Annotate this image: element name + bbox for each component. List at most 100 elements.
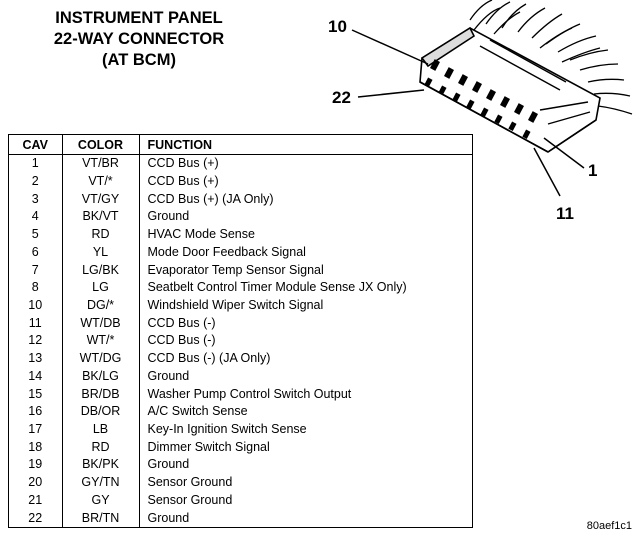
function-cell: HVAC Mode Sense	[147, 227, 255, 242]
function-cell: Ground	[147, 510, 190, 525]
function-cell: Ground	[147, 209, 190, 224]
cav-cell: 22	[9, 509, 63, 527]
wire-bundle	[469, 0, 633, 115]
function-cell: Sensor Ground	[147, 475, 233, 490]
leader-1	[543, 137, 585, 169]
function-cell: Seatbelt Control Timer Module Sense JX O…	[147, 280, 407, 295]
color-cell: DG/*	[62, 296, 140, 315]
title-line-1: INSTRUMENT PANEL	[55, 9, 223, 27]
diagram-title: INSTRUMENT PANEL 22-WAY CONNECTOR (AT BC…	[14, 8, 264, 71]
color-cell: DB/OR	[62, 402, 140, 421]
function-cell: Washer Pump Control Switch Output	[147, 386, 352, 401]
header-function: FUNCTION	[139, 135, 472, 155]
callout-pin-11: 11	[556, 204, 574, 223]
cavity-row-upper	[430, 59, 538, 123]
function-cell: CCD Bus (-)	[147, 333, 216, 348]
callout-pin-10: 10	[328, 17, 347, 36]
header-color: COLOR	[62, 135, 140, 155]
function-cell: A/C Switch Sense	[147, 404, 248, 419]
function-cell: CCD Bus (+) (JA Only)	[147, 191, 274, 206]
color-cell: LG	[62, 278, 140, 297]
leader-lines	[351, 29, 585, 197]
color-cell: RD	[62, 225, 140, 244]
function-cell: Evaporator Temp Sensor Signal	[147, 262, 324, 277]
function-cell: Dimmer Switch Signal	[147, 439, 270, 454]
title-line-3: (AT BCM)	[102, 51, 176, 69]
color-cell: WT/DG	[62, 349, 140, 368]
callout-pin-1: 1	[588, 161, 598, 180]
leader-10	[351, 29, 429, 65]
color-cell: VT/*	[62, 172, 140, 191]
color-cell: BR/DB	[62, 385, 140, 403]
cav-cell: 8	[9, 278, 63, 297]
cav-cell: 10	[9, 296, 63, 315]
color-cell: GY	[62, 491, 140, 510]
cav-cell: 19	[9, 455, 63, 474]
leader-11	[533, 147, 561, 197]
function-cell: Key-In Ignition Switch Sense	[147, 421, 307, 436]
title-line-2: 22-WAY CONNECTOR	[53, 30, 225, 48]
cav-cell: 21	[9, 491, 63, 510]
header-cav: CAV	[9, 135, 63, 155]
cav-cell: 15	[9, 385, 63, 403]
function-cell: CCD Bus (+)	[147, 174, 219, 189]
function-cell: Mode Door Feedback Signal	[147, 244, 306, 259]
color-cell: BK/PK	[62, 455, 140, 474]
color-cell: RD	[62, 438, 140, 456]
color-cell: WT/DB	[62, 314, 140, 333]
leader-22	[357, 89, 425, 98]
cav-cell: 1	[9, 154, 63, 173]
color-cell: YL	[62, 243, 140, 262]
cav-cell: 11	[9, 314, 63, 333]
cav-cell: 2	[9, 172, 63, 191]
color-cell: BK/LG	[62, 367, 140, 386]
function-cell: CCD Bus (-) (JA Only)	[147, 351, 271, 366]
color-cell: VT/BR	[62, 154, 140, 173]
function-cell: CCD Bus (+)	[147, 156, 219, 171]
cav-cell: 12	[9, 332, 63, 350]
cav-cell: 17	[9, 420, 63, 439]
function-cell: CCD Bus (-)	[147, 315, 216, 330]
color-cell: LG/BK	[62, 261, 140, 279]
function-cell: Ground	[147, 368, 190, 383]
callout-pin-22: 22	[332, 88, 351, 107]
cavity-row-lower	[424, 77, 531, 139]
table-header-row: CAV COLOR FUNCTION	[9, 135, 472, 155]
cav-cell: 6	[9, 243, 63, 262]
cav-cell: 14	[9, 367, 63, 386]
function-cell: Sensor Ground	[147, 492, 233, 507]
cav-cell: 20	[9, 473, 63, 492]
cav-cell: 18	[9, 438, 63, 456]
connector-ribs	[479, 39, 591, 125]
color-cell: WT/*	[62, 332, 140, 350]
cav-cell: 7	[9, 261, 63, 279]
cav-cell: 3	[9, 190, 63, 209]
cav-cell: 5	[9, 225, 63, 244]
color-cell: BR/TN	[62, 509, 140, 527]
cav-cell: 13	[9, 349, 63, 368]
color-cell: LB	[62, 420, 140, 439]
color-cell: BK/VT	[62, 208, 140, 226]
figure-code: 80aef1c1	[586, 520, 632, 532]
function-cell: Windshield Wiper Switch Signal	[147, 297, 324, 312]
color-cell: GY/TN	[62, 473, 140, 492]
